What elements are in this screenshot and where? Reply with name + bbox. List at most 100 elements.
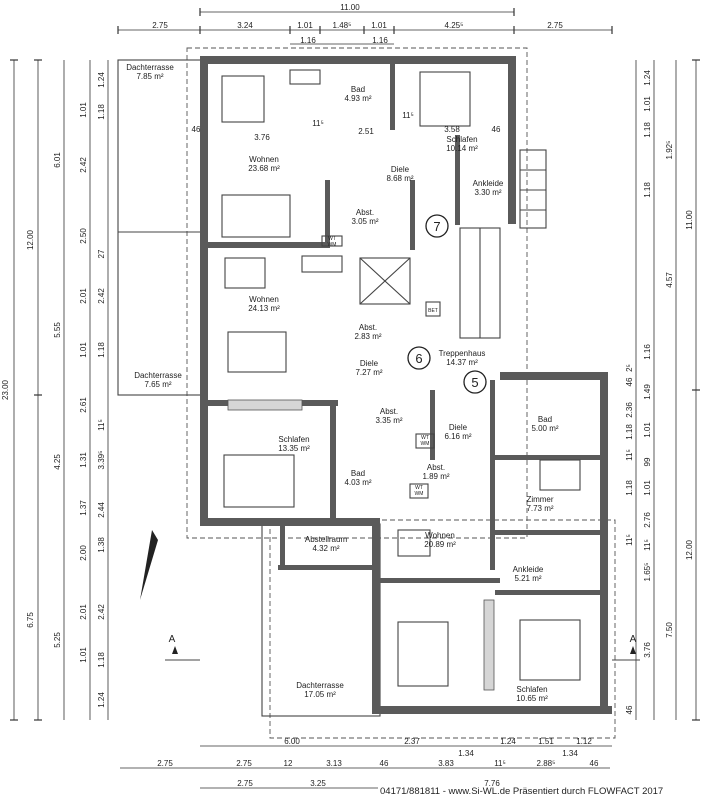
- dim-bot2-7: 11⁵: [494, 759, 506, 768]
- dim-left-c-10: 2.42: [97, 604, 106, 620]
- unit-markers: 7 6 5: [407, 214, 487, 394]
- dim-left-c-7: 3.39⁵: [97, 451, 106, 470]
- dim-top-4: 1.48⁵: [333, 21, 352, 30]
- room-name-bad-3: Bad: [538, 415, 552, 424]
- dim-left-c-4: 2.42: [97, 288, 106, 304]
- dim-right-b-8: 99: [643, 457, 652, 466]
- dim-bot3-2: 3.25: [310, 779, 326, 788]
- room-name-dachterrasse-nw: Dachterrasse: [126, 63, 174, 72]
- inner-dim-376: 3.76: [254, 133, 270, 142]
- elevator-shaft: [359, 257, 411, 305]
- dim-bot2-6: 3.83: [438, 759, 454, 768]
- room-name-bad-1: Bad: [351, 85, 365, 94]
- dim-bot1-5: 1.12: [576, 737, 592, 746]
- room-area-dachterrasse-s: 17.05 m²: [304, 690, 336, 699]
- dim-bot2-2: 2.75: [236, 759, 252, 768]
- desk-zimmer: [539, 459, 581, 491]
- dim-left-c-5: 1.18: [97, 342, 106, 358]
- dim-bot2-1: 2.75: [157, 759, 173, 768]
- roof-outline-bottom: [269, 519, 616, 739]
- bet-label: BET: [428, 308, 438, 314]
- section-markers: A A: [140, 530, 640, 661]
- dim-right-c-5: 11⁵: [625, 449, 634, 461]
- dim-right-a-3: 7.50: [665, 622, 674, 638]
- dim-right-c-1: 2⁵: [625, 364, 634, 372]
- dim-right-b-5: 1.16: [643, 344, 652, 360]
- bet-box: [425, 301, 441, 317]
- shelf-3: [483, 599, 495, 691]
- appliance-wm-0: WM: [328, 242, 337, 248]
- dim-right-b-6: 1.49: [643, 384, 652, 400]
- dim-left-c-1: 1.24: [97, 72, 106, 88]
- dim-right-b-13: 3.76: [643, 642, 652, 658]
- room-name-abstellraum: Abstellraum: [305, 535, 348, 544]
- room-area-schlafen-1: 10.14 m²: [446, 144, 478, 153]
- room-area-ankleide-2: 5.21 m²: [514, 574, 541, 583]
- room-name-wohnen-3: Wohnen: [425, 531, 455, 540]
- furniture: [221, 69, 581, 691]
- room-name-wohnen-2: Wohnen: [249, 295, 279, 304]
- dim-right-b-10: 2.76: [643, 512, 652, 528]
- room-area-dachterrasse-nw: 7.85 m²: [136, 72, 163, 81]
- room-area-bad-1: 4.93 m²: [344, 94, 371, 103]
- dim-right-a-2: 4.57: [665, 272, 674, 288]
- dim-left-mid-1: 12.00: [26, 229, 35, 250]
- section-a-left: A: [169, 634, 176, 645]
- dim-left-mid-2: 6.75: [26, 612, 35, 628]
- room-name-schlafen-1: Schlafen: [446, 135, 477, 144]
- balcony-stair: [519, 149, 547, 229]
- dim-left-b-8: 1.37: [79, 500, 88, 516]
- room-area-abstellraum: 4.32 m²: [312, 544, 339, 553]
- unit-5-circle: [463, 370, 487, 394]
- inner-dim-11a: 11⁵: [312, 119, 324, 128]
- dim-bot-sub-2: 1.34: [562, 749, 578, 758]
- room-area-diele-2: 7.27 m²: [355, 368, 382, 377]
- appliance-wm-2: WM: [415, 491, 424, 497]
- room-name-ankleide-1: Ankleide: [473, 179, 504, 188]
- unit-6-label: 6: [415, 351, 422, 366]
- dim-left-b-5: 1.01: [79, 342, 88, 358]
- dim-left-b-4: 2.01: [79, 288, 88, 304]
- dim-right-c-7: 11⁵: [625, 534, 634, 546]
- dim-right-b-12: 1.65⁵: [643, 563, 652, 582]
- dim-right-b-3: 1.18: [643, 122, 652, 138]
- room-name-abst-1: Abst.: [356, 208, 374, 217]
- kitchen-counter-2: [301, 255, 343, 273]
- room-name-abst-3: Abst.: [380, 407, 398, 416]
- wt-box-3: [409, 483, 429, 499]
- room-name-wohnen-1: Wohnen: [249, 155, 279, 164]
- dim-right-c-6: 1.18: [625, 480, 634, 496]
- dim-right-c-8: 46: [625, 705, 634, 714]
- dim-right-b-9: 1.01: [643, 480, 652, 496]
- wt-box-2: [415, 433, 435, 449]
- dim-bot1-4: 1.51: [538, 737, 554, 746]
- room-area-schlafen-3: 10.65 m²: [516, 694, 548, 703]
- dim-left-c-2: 1.18: [97, 104, 106, 120]
- room-area-wohnen-3: 20.89 m²: [424, 540, 456, 549]
- dim-bot2-4: 3.13: [326, 759, 342, 768]
- roof-outline-top: [186, 47, 528, 539]
- dim-bot2-3: 12: [284, 759, 293, 768]
- room-area-diele-3: 6.16 m²: [444, 432, 471, 441]
- dim-top-7: 2.75: [547, 21, 563, 30]
- room-name-dachterrasse-w: Dachterrasse: [134, 371, 182, 380]
- room-name-schlafen-2: Schlafen: [278, 435, 309, 444]
- staircase: BET: [359, 149, 547, 339]
- room-name-bad-2: Bad: [351, 469, 365, 478]
- dim-right-b-2: 1.01: [643, 96, 652, 112]
- terrace-west-area: [117, 59, 203, 396]
- bottom-dimension-lines: 6.00 2.37 1.24 1.51 1.12 1.34 1.34 2.75 …: [120, 737, 612, 789]
- dim-right-c-2: 46: [625, 377, 634, 386]
- room-name-ankleide-2: Ankleide: [513, 565, 544, 574]
- dim-left-c-6: 11⁵: [97, 419, 106, 431]
- dim-left-c-12: 1.24: [97, 692, 106, 708]
- room-area-bad-3: 5.00 m²: [531, 424, 558, 433]
- dim-left-b-6: 2.61: [79, 397, 88, 413]
- dim-left-overall: 23.00: [1, 379, 10, 400]
- dim-left-b-3: 2.50: [79, 228, 88, 244]
- dim-right-outer-1: 11.00: [685, 210, 694, 230]
- sofa-1: [221, 194, 291, 238]
- appliance-wt-0: WT: [328, 236, 336, 242]
- dim-left-a-2: 5.55: [53, 322, 62, 338]
